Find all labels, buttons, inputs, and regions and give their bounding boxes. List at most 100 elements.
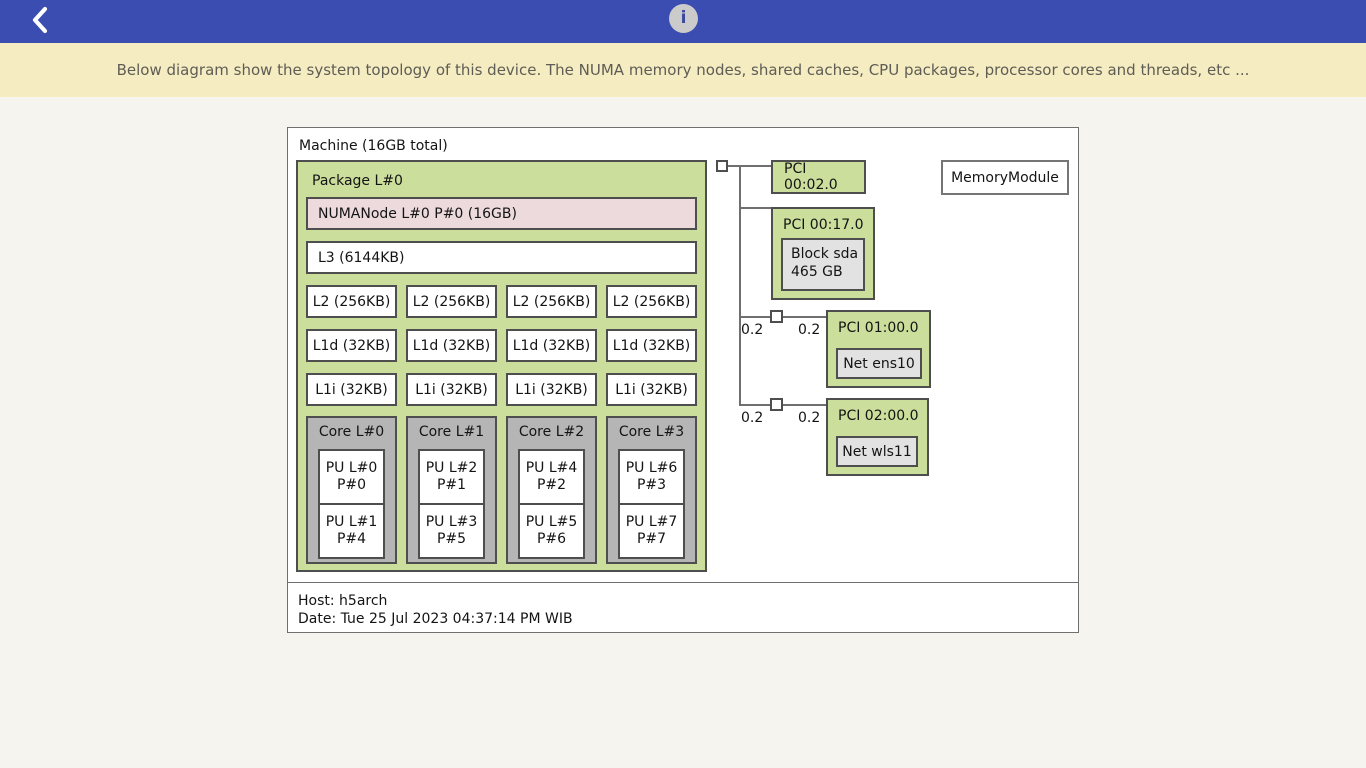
link-speed-label: 0.2 [798,322,821,338]
back-button[interactable] [20,3,60,40]
net-ens10-label: Net ens10 [843,355,915,372]
hostbridge-square [716,160,728,172]
block-sda-box: Block sda 465 GB [781,238,865,291]
l2-cache-label: L2 (256KB) [312,293,391,310]
app-bar: i [0,0,1366,43]
l2-cache-label: L2 (256KB) [512,293,591,310]
pu-physical-label: P#7 [636,531,667,547]
pu-logical-label: PU L#2 [425,460,478,476]
pci-bridge-square [770,310,783,323]
memory-module-box: MemoryModule [941,160,1069,195]
pu-physical-label: P#1 [436,477,467,493]
machine-box: Machine (16GB total) Package L#0 NUMANod… [287,127,1079,583]
host-line: Host: h5arch [298,593,388,609]
info-banner: Below diagram show the system topology o… [0,43,1366,97]
numanode-box: NUMANode L#0 P#0 (16GB) [306,197,697,230]
l1i-cache-box: L1i (32KB) [306,373,397,406]
l1d-cache-label: L1d (32KB) [412,337,491,354]
l2-cache-label: L2 (256KB) [412,293,491,310]
pu-logical-label: PU L#1 [325,514,378,530]
pu-logical-label: PU L#7 [625,514,678,530]
chevron-left-icon [30,6,50,38]
l1i-cache-label: L1i (32KB) [315,381,388,398]
core-title: Core L#0 [318,424,385,440]
l1d-cache-label: L1d (32KB) [612,337,691,354]
l1i-cache-box: L1i (32KB) [406,373,497,406]
pu-physical-label: P#0 [336,477,367,493]
block-sda-line2: 465 GB [791,264,843,280]
pci-link-line [739,316,827,318]
block-sda-line1: Block sda [791,246,859,262]
l2-cache-box: L2 (256KB) [506,285,597,318]
l1i-cache-box: L1i (32KB) [606,373,697,406]
date-line: Date: Tue 25 Jul 2023 04:37:14 PM WIB [298,611,573,627]
info-icon[interactable]: i [669,4,698,33]
l1d-cache-box: L1d (32KB) [606,329,697,362]
pci-02-00-label: PCI 02:00.0 [838,408,919,424]
net-wls11-box: Net wls11 [836,436,918,467]
link-speed-label: 0.2 [798,410,821,426]
pu-physical-label: P#2 [536,477,567,493]
pci-01-00-box: PCI 01:00.0 Net ens10 [826,310,931,388]
pu-logical-label: PU L#6 [625,460,678,476]
l1i-cache-label: L1i (32KB) [615,381,688,398]
pu-logical-label: PU L#4 [525,460,578,476]
l1d-cache-label: L1d (32KB) [312,337,391,354]
pci-link-line [739,207,772,209]
l1d-cache-label: L1d (32KB) [512,337,591,354]
pci-02-00-box: PCI 02:00.0 Net wls11 [826,398,929,476]
numanode-label: NUMANode L#0 P#0 (16GB) [318,205,517,222]
pci-link-line [739,404,827,406]
info-icon-letter: i [680,8,687,28]
pu-physical-label: P#5 [436,531,467,547]
core-title: Core L#3 [618,424,685,440]
l3-cache-label: L3 (6144KB) [318,249,405,266]
banner-text: Below diagram show the system topology o… [116,61,1250,79]
pu-physical-label: P#6 [536,531,567,547]
machine-title: Machine (16GB total) [299,138,448,154]
pu-logical-label: PU L#0 [325,460,378,476]
l2-cache-box: L2 (256KB) [406,285,497,318]
core-title: Core L#2 [518,424,585,440]
core-title: Core L#1 [418,424,485,440]
l3-cache-box: L3 (6144KB) [306,241,697,274]
net-wls11-label: Net wls11 [842,443,912,460]
memory-module-label: MemoryModule [951,169,1059,186]
pu-physical-label: P#3 [636,477,667,493]
pci-link-line [728,165,772,167]
pci-trunk-line [739,165,741,406]
pci-00-17-label: PCI 00:17.0 [783,217,864,233]
l2-cache-box: L2 (256KB) [306,285,397,318]
pu-logical-label: PU L#3 [425,514,478,530]
link-speed-label: 0.2 [741,322,764,338]
net-ens10-box: Net ens10 [836,348,922,379]
pu-logical-label: PU L#5 [525,514,578,530]
link-speed-label: 0.2 [741,410,764,426]
l2-cache-label: L2 (256KB) [612,293,691,310]
l1i-cache-label: L1i (32KB) [415,381,488,398]
pci-01-00-label: PCI 01:00.0 [838,320,919,336]
pci-bridge-square [770,398,783,411]
pu-physical-label: P#4 [336,531,367,547]
l2-cache-box: L2 (256KB) [606,285,697,318]
pci-00-17-box: PCI 00:17.0 Block sda 465 GB [771,207,875,300]
host-info-box: Host: h5arch Date: Tue 25 Jul 2023 04:37… [287,582,1079,633]
package-title: Package L#0 [312,173,403,189]
l1i-cache-label: L1i (32KB) [515,381,588,398]
l1d-cache-box: L1d (32KB) [506,329,597,362]
package-box: Package L#0 NUMANode L#0 P#0 (16GB) L3 (… [296,160,707,572]
l1d-cache-box: L1d (32KB) [406,329,497,362]
pci-00-02-box: PCI 00:02.0 [771,160,866,194]
l1d-cache-box: L1d (32KB) [306,329,397,362]
